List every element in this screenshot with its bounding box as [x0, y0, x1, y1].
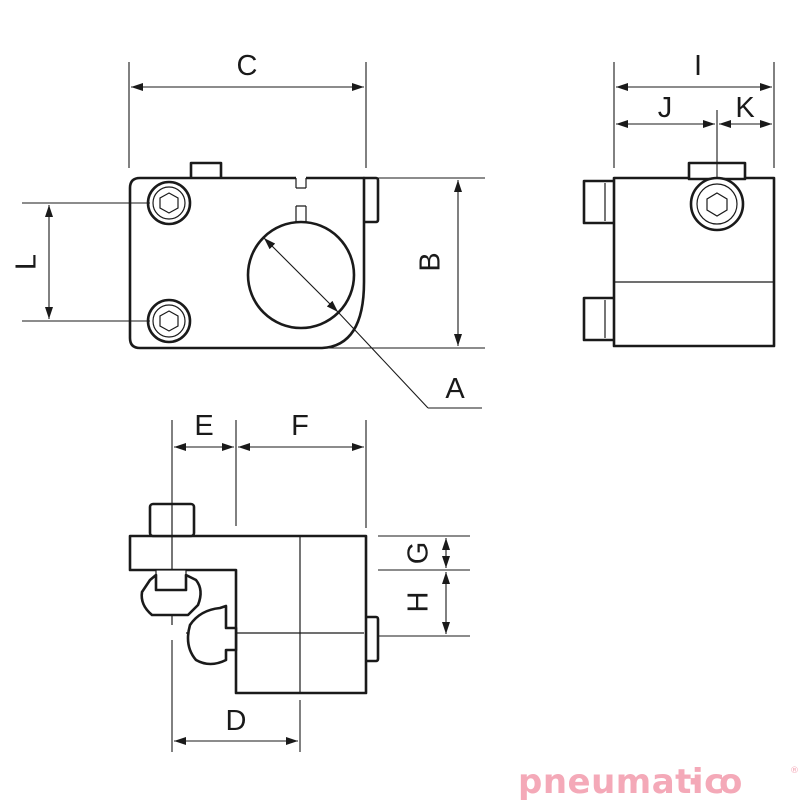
dimension-a: A — [263, 237, 482, 409]
brand-registered: ® — [790, 766, 799, 776]
t-nut-lower — [186, 604, 238, 666]
bottom-body-outline — [128, 534, 368, 695]
label-c: C — [237, 50, 258, 82]
label-j: J — [658, 92, 673, 124]
label-e: E — [194, 410, 213, 442]
hex-socket-screw-icon — [146, 298, 192, 344]
brand-logo: pneumatic · o ® — [518, 762, 799, 800]
brand-suffix: o — [719, 762, 743, 800]
label-i: I — [694, 50, 702, 82]
dimension-l: L — [11, 202, 150, 322]
label-l: L — [11, 254, 43, 270]
label-g: G — [403, 542, 435, 565]
side-protrusion-top — [582, 179, 618, 225]
label-b: B — [415, 252, 447, 271]
dimension-b: B — [322, 177, 485, 349]
side-view — [582, 161, 776, 348]
dimension-d: D — [171, 640, 301, 752]
dimension-g-h: G H — [378, 535, 470, 637]
front-view — [128, 161, 380, 350]
hex-socket-screw-icon — [689, 176, 745, 232]
slot-upper — [295, 178, 307, 188]
brand-name: pneumatic — [518, 762, 725, 800]
top-screw-head — [189, 161, 223, 181]
bottom-view — [128, 502, 380, 695]
t-nut-upper — [140, 573, 202, 617]
hex-socket-screw-icon — [146, 180, 192, 226]
label-h: H — [403, 592, 435, 613]
brand-dash: · — [687, 762, 700, 800]
dimension-i: I — [613, 50, 775, 168]
label-f: F — [291, 410, 309, 442]
side-protrusion-bottom — [582, 296, 618, 342]
label-a: A — [445, 373, 465, 405]
dimension-e-f: E F — [171, 410, 367, 528]
dimension-c: C — [128, 50, 367, 168]
label-k: K — [735, 92, 755, 124]
dimension-j-k: J K — [616, 92, 772, 178]
label-d: D — [226, 705, 247, 737]
